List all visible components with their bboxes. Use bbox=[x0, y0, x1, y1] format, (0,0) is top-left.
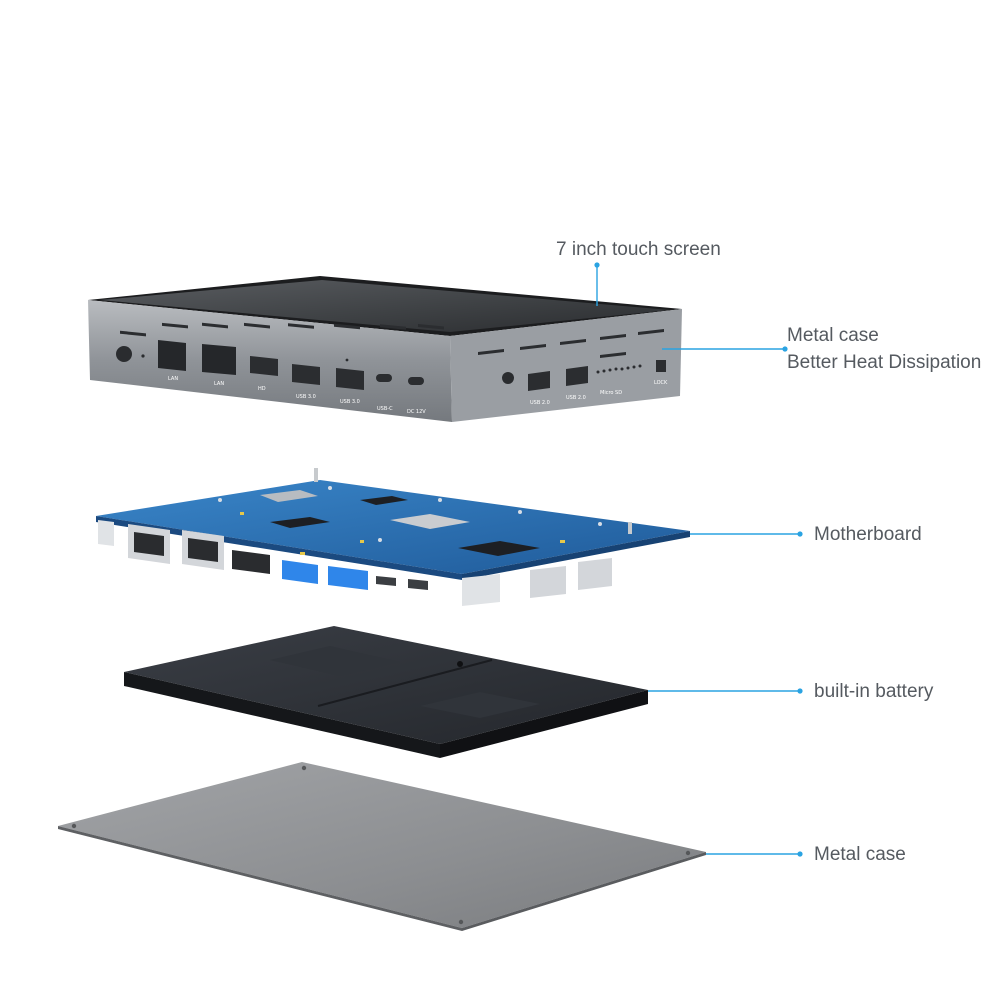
lock-switch bbox=[656, 360, 666, 372]
side-vents bbox=[478, 329, 664, 355]
standoff bbox=[314, 468, 318, 482]
label-lan-1: LAN bbox=[168, 376, 178, 382]
connector-usb3-1 bbox=[282, 560, 318, 584]
port-dc bbox=[408, 377, 424, 385]
headphone-jack bbox=[502, 372, 514, 384]
plate-screw-holes bbox=[71, 765, 691, 925]
label-usbc: USB-C bbox=[377, 406, 393, 412]
built-in-battery bbox=[124, 626, 648, 758]
label-hd: HD bbox=[258, 386, 266, 392]
standoff bbox=[628, 522, 632, 534]
motherboard bbox=[96, 468, 690, 606]
battery-sticker-2 bbox=[420, 692, 540, 718]
bottom-metal-plate bbox=[58, 762, 706, 931]
callout-motherboard: Motherboard bbox=[814, 521, 922, 548]
connector-lan-1-slot bbox=[134, 532, 164, 556]
callout-case-top: Metal case Better Heat Dissipation bbox=[787, 322, 981, 376]
label-usb3-2: USB 3.0 bbox=[340, 399, 360, 405]
port-lan-1 bbox=[158, 340, 186, 371]
callout-screen-text: 7 inch touch screen bbox=[556, 239, 721, 260]
battery-front bbox=[124, 672, 440, 758]
label-microsd: Micro SD bbox=[600, 390, 622, 396]
pcb-components bbox=[240, 512, 565, 555]
callout-case-bottom: Metal case bbox=[814, 841, 906, 868]
soc-chip bbox=[390, 514, 470, 529]
connector-block bbox=[462, 574, 500, 606]
connector-usb3-2 bbox=[328, 566, 368, 590]
front-ports bbox=[116, 340, 424, 390]
connector-hd bbox=[232, 550, 270, 574]
board-connectors bbox=[98, 520, 612, 606]
plate-top bbox=[58, 762, 706, 928]
pcb-edge-right bbox=[462, 531, 690, 580]
port-microsd bbox=[600, 352, 626, 358]
device-case-top: LAN LAN HD USB 3.0 USB 3.0 USB-C DC 12V … bbox=[88, 276, 682, 422]
callout-case-top-line2: Better Heat Dissipation bbox=[787, 352, 982, 373]
front-vents bbox=[120, 322, 444, 337]
callout-battery: built-in battery bbox=[814, 678, 933, 705]
port-labels: LAN LAN HD USB 3.0 USB 3.0 USB-C DC 12V … bbox=[168, 376, 668, 415]
callout-motherboard-text: Motherboard bbox=[814, 524, 922, 545]
callout-dot-case-bottom bbox=[797, 851, 803, 857]
battery-top bbox=[124, 626, 648, 744]
callout-dot-screen bbox=[594, 262, 600, 268]
plate-edge-right bbox=[462, 852, 706, 931]
case-right-face bbox=[450, 309, 682, 422]
callout-dot-battery bbox=[797, 688, 803, 694]
connector-usb2-2 bbox=[578, 558, 612, 590]
flash-chip bbox=[360, 496, 408, 505]
plate-edge bbox=[58, 826, 462, 931]
label-lan-2: LAN bbox=[214, 381, 224, 387]
label-dc: DC 12V bbox=[407, 409, 426, 415]
pcb-top bbox=[96, 480, 690, 574]
power-button bbox=[116, 346, 132, 362]
label-lock: LOCK bbox=[654, 380, 668, 386]
callout-case-bottom-text: Metal case bbox=[814, 844, 906, 865]
port-usb3-2 bbox=[336, 368, 364, 390]
port-lan-2 bbox=[202, 344, 236, 375]
connector-lan-2-slot bbox=[188, 538, 218, 562]
port-usb2-1 bbox=[528, 371, 550, 391]
port-hd bbox=[250, 356, 278, 376]
battery-right bbox=[440, 690, 648, 758]
port-usb3-1 bbox=[292, 364, 320, 385]
battery-sticker bbox=[270, 646, 400, 676]
callout-battery-text: built-in battery bbox=[814, 681, 934, 702]
connector-dc bbox=[408, 579, 428, 590]
mic-hole bbox=[345, 358, 349, 362]
pcb-pads bbox=[218, 486, 602, 542]
indicator-dots bbox=[596, 364, 642, 374]
side-ports bbox=[502, 352, 666, 391]
memory-chip bbox=[260, 490, 318, 502]
controller-chip bbox=[458, 541, 540, 556]
connector-usbc bbox=[376, 576, 396, 586]
callout-screen: 7 inch touch screen bbox=[556, 236, 721, 263]
label-usb2-1: USB 2.0 bbox=[530, 400, 550, 406]
connector-usb2-1 bbox=[530, 566, 566, 598]
label-usb2-2: USB 2.0 bbox=[566, 395, 586, 401]
battery-dot bbox=[457, 661, 463, 667]
connector-left bbox=[98, 520, 114, 546]
callout-dot-case-top bbox=[782, 346, 788, 352]
callout-lines bbox=[594, 262, 803, 857]
battery-seam bbox=[317, 659, 493, 707]
ram-chip bbox=[270, 517, 330, 528]
power-led bbox=[141, 354, 145, 358]
port-usb2-2 bbox=[566, 366, 588, 386]
touch-screen bbox=[100, 280, 670, 332]
callout-dot-motherboard bbox=[797, 531, 803, 537]
callout-case-top-line1: Metal case bbox=[787, 325, 879, 346]
label-usb3-1: USB 3.0 bbox=[296, 394, 316, 400]
port-usbc bbox=[376, 374, 392, 382]
